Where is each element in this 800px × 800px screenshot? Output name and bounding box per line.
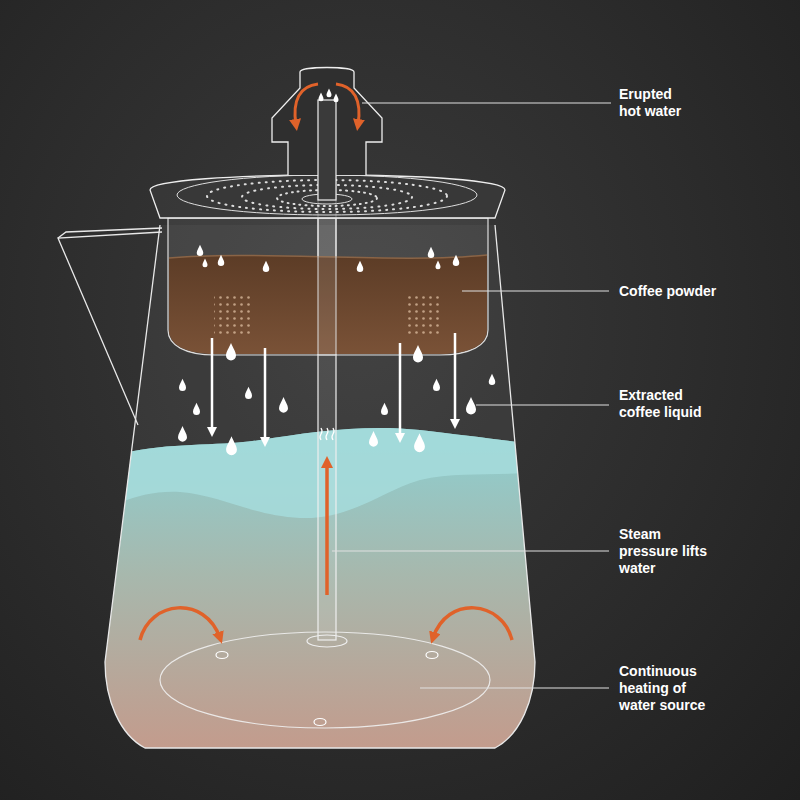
callout-label: Extracted coffee liquid [619,387,715,421]
callout-label: Erupted hot water [619,86,693,120]
leader-line [332,551,609,552]
callout-label: Steam pressure lifts water [619,526,715,577]
callout-label: Coffee powder [619,283,759,300]
leader-line [362,103,611,104]
leader-line [420,688,609,689]
leader-line [476,405,609,406]
callout-label: Continuous heating of water source [619,663,715,714]
leader-line [462,291,609,292]
